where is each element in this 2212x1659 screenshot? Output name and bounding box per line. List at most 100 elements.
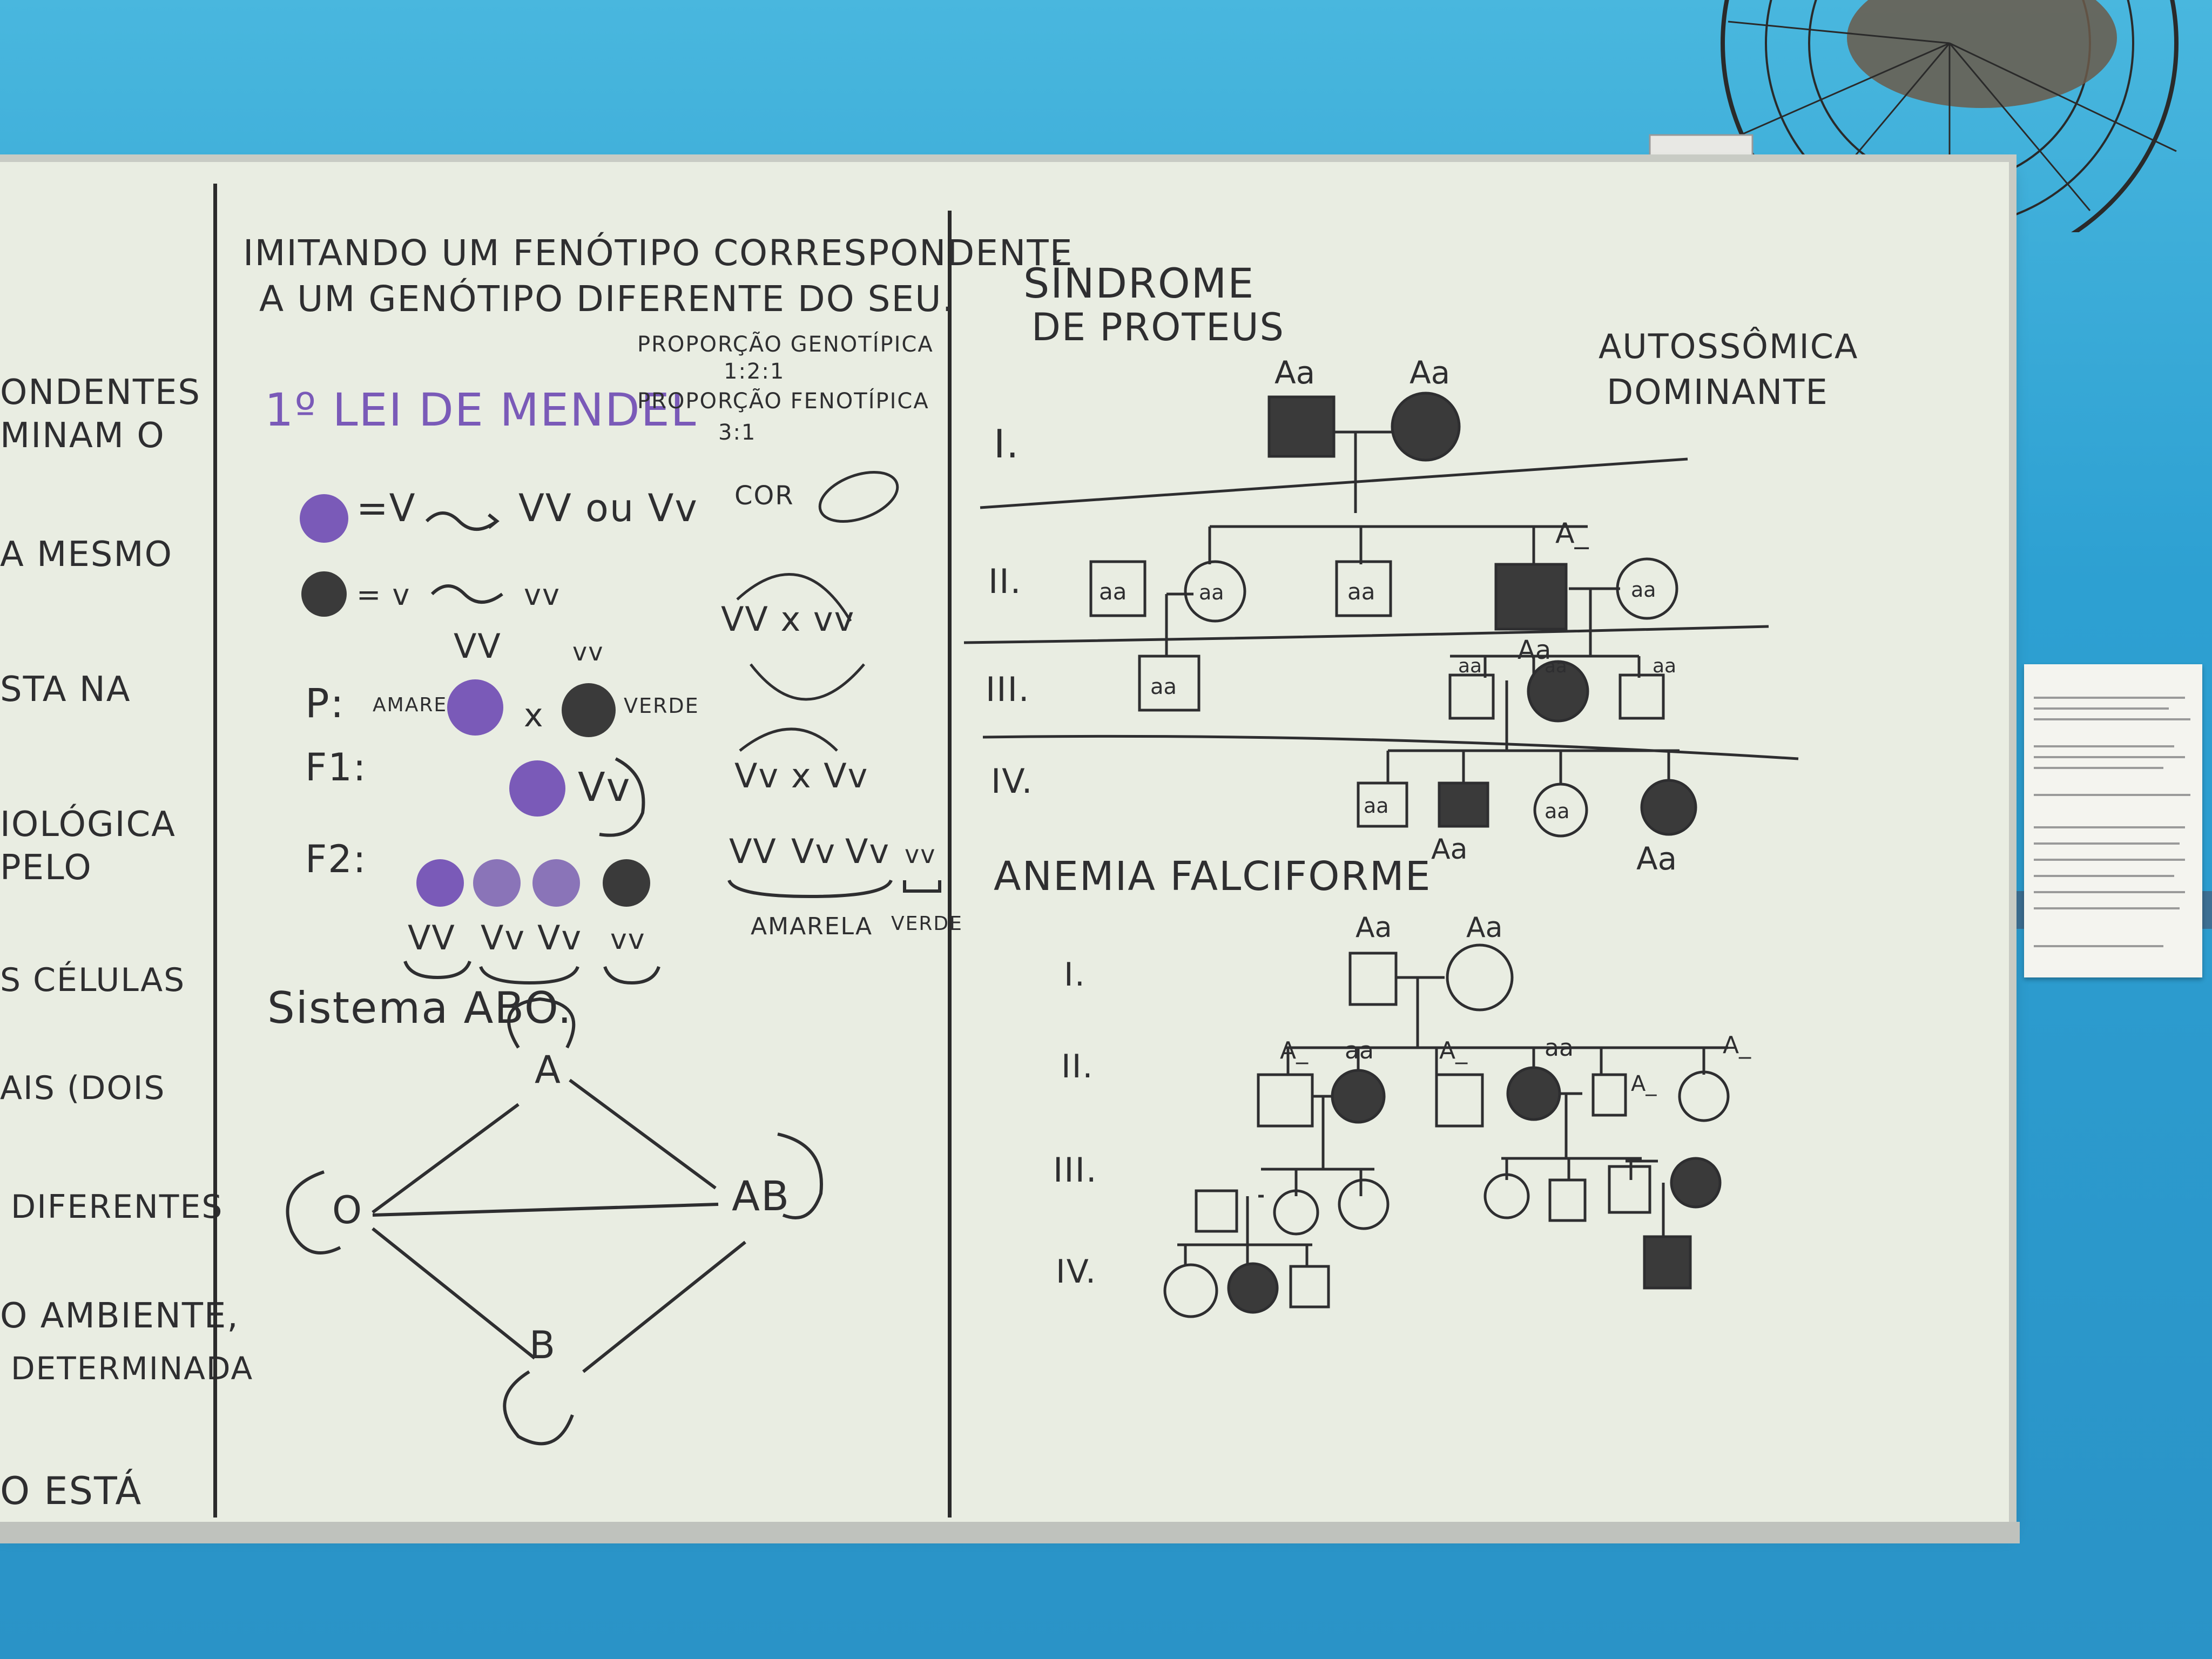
key-arrows	[425, 511, 503, 604]
fragment-line: PELO	[0, 848, 92, 888]
anemia-title: ANEMIA FALCIFORME	[994, 853, 1432, 900]
f2-brackets	[403, 879, 941, 985]
cross-2-result: VV	[729, 832, 777, 871]
proteus-g2-male-affected	[1494, 563, 1568, 631]
p-label: P:	[305, 680, 345, 727]
proteus-label: aa	[1150, 675, 1177, 699]
gen-label: IV.	[991, 761, 1034, 801]
proteus-g2-female	[1184, 560, 1246, 623]
cross-2-result: Vv	[845, 832, 891, 871]
p-left-genotype: VV	[454, 626, 502, 666]
proteus-label: Aa	[1431, 833, 1467, 866]
anemia-g4-female-affected	[1227, 1262, 1279, 1314]
fragment-line: IOLÓGICA	[0, 805, 176, 845]
f1-purple-circle	[509, 760, 565, 817]
anemia-label: aa	[1545, 1034, 1574, 1062]
f2-genotype: Vv	[481, 918, 526, 957]
f2-genotype: VV	[408, 918, 456, 957]
genotypic-ratio-label: PROPORÇÃO GENOTÍPICA	[637, 332, 934, 357]
cross-arcs	[736, 573, 865, 752]
p-dark-circle	[562, 683, 616, 737]
proteus-label: aa	[1347, 578, 1375, 605]
f2-label: F2:	[305, 837, 367, 881]
fragment-line: O ESTÁ	[0, 1469, 143, 1513]
phenotypic-ratio: 3:1	[718, 420, 757, 445]
proteus-label: Aa	[1274, 354, 1315, 391]
mendel-title: 1º LEI DE MENDEL	[265, 383, 697, 436]
abo-node-o: O	[332, 1188, 363, 1232]
abo-title: Sistema ABO.	[267, 983, 573, 1033]
proteus-g1-female-affected	[1391, 392, 1461, 462]
anemia-g2-male	[1435, 1073, 1484, 1128]
proteus-label: Aa	[1636, 840, 1677, 877]
anemia-g3-female	[1273, 1189, 1319, 1236]
abo-node-a: A	[535, 1048, 562, 1092]
anemia-g3-female	[1338, 1178, 1390, 1230]
inheritance-1: AUTOSSÔMICA	[1599, 327, 1859, 366]
abo-node-ab: AB	[732, 1172, 791, 1220]
abo-arrows	[286, 997, 823, 1446]
fragment-line: O AMBIENTE,	[0, 1296, 239, 1336]
generation-separators	[963, 457, 1799, 760]
posted-paper	[2024, 664, 2202, 977]
f1-label: F1:	[305, 745, 367, 790]
proteus-g3-male	[1138, 655, 1201, 712]
anemia-g3-female	[1483, 1173, 1530, 1219]
anemia-g3-male	[1608, 1165, 1651, 1214]
mendel-drawings	[286, 470, 941, 1446]
abo-node-b: B	[529, 1323, 557, 1367]
anemia-g1-female	[1446, 943, 1514, 1011]
anemia-g2-female-affected	[1506, 1066, 1561, 1121]
f2-circles	[416, 859, 650, 907]
proteus-label: aa	[1545, 799, 1570, 823]
anemia-g3-female-affected	[1670, 1157, 1722, 1209]
proteus-lines	[1165, 430, 1680, 783]
fragment-line: DETERMINADA	[11, 1350, 254, 1387]
cross-x: x	[524, 697, 544, 734]
anemia-label: A_	[1631, 1071, 1657, 1096]
key-dark-allele: = v	[356, 578, 411, 612]
proteus-label: aa	[1364, 794, 1389, 818]
proteus-g2-male	[1335, 560, 1392, 617]
proteus-label: Aa	[1410, 354, 1450, 391]
proteus-g4-male	[1357, 781, 1408, 828]
key-purple-genotypes: VV ou Vv	[518, 486, 698, 530]
fragment-line: STA NA	[0, 670, 131, 710]
proteus-g4-female	[1533, 783, 1588, 838]
cor-pea-icon	[818, 470, 899, 523]
proteus-g2-male	[1089, 560, 1147, 617]
p-purple-circle	[447, 679, 503, 736]
anemia-gen-label: II.	[1061, 1048, 1094, 1085]
anemia-g3-male	[1548, 1178, 1587, 1222]
fragment-line: S CÉLULAS	[0, 961, 186, 999]
anemia-label: A_	[1439, 1037, 1468, 1064]
anemia-label: Aa	[1466, 912, 1502, 944]
f1-arrow	[599, 757, 645, 837]
divider-right	[948, 211, 952, 1518]
proteus-g3-female-affected	[1527, 660, 1589, 723]
cross-2-result: vv	[905, 840, 936, 869]
anemia-g3-male	[1195, 1189, 1238, 1233]
fragment-line: DIFERENTES	[11, 1188, 224, 1226]
anemia-g2-male	[1257, 1073, 1314, 1128]
f2-genotype: vv	[610, 923, 646, 956]
key-purple-circle	[300, 494, 348, 543]
proteus-label: aa	[1631, 578, 1656, 602]
fragment-line: MINAM O	[0, 416, 165, 456]
key-dark-circle	[301, 571, 347, 617]
whiteboard: ONDENTES MINAM O A MESMO STA NA IOLÓGICA…	[0, 162, 2009, 1523]
anemia-g4-female	[1163, 1263, 1218, 1318]
gen-label: II.	[988, 562, 1022, 601]
proteus-g4-female-affected	[1640, 779, 1697, 836]
anemia-gen-label: IV.	[1056, 1253, 1097, 1291]
proteus-label: aa	[1099, 578, 1127, 605]
proteus-label: A_	[1555, 517, 1589, 550]
anemia-gen-label: III.	[1053, 1150, 1098, 1190]
anemia-g4-male	[1289, 1265, 1330, 1309]
f1-genotype: Vv	[578, 764, 631, 811]
fragment-line: AIS (DOIS	[0, 1069, 166, 1107]
amarela-label: AMARELA	[751, 913, 873, 940]
divider-left	[213, 184, 217, 1518]
gen-label: III.	[986, 670, 1030, 709]
anemia-label: Aa	[1355, 912, 1392, 944]
